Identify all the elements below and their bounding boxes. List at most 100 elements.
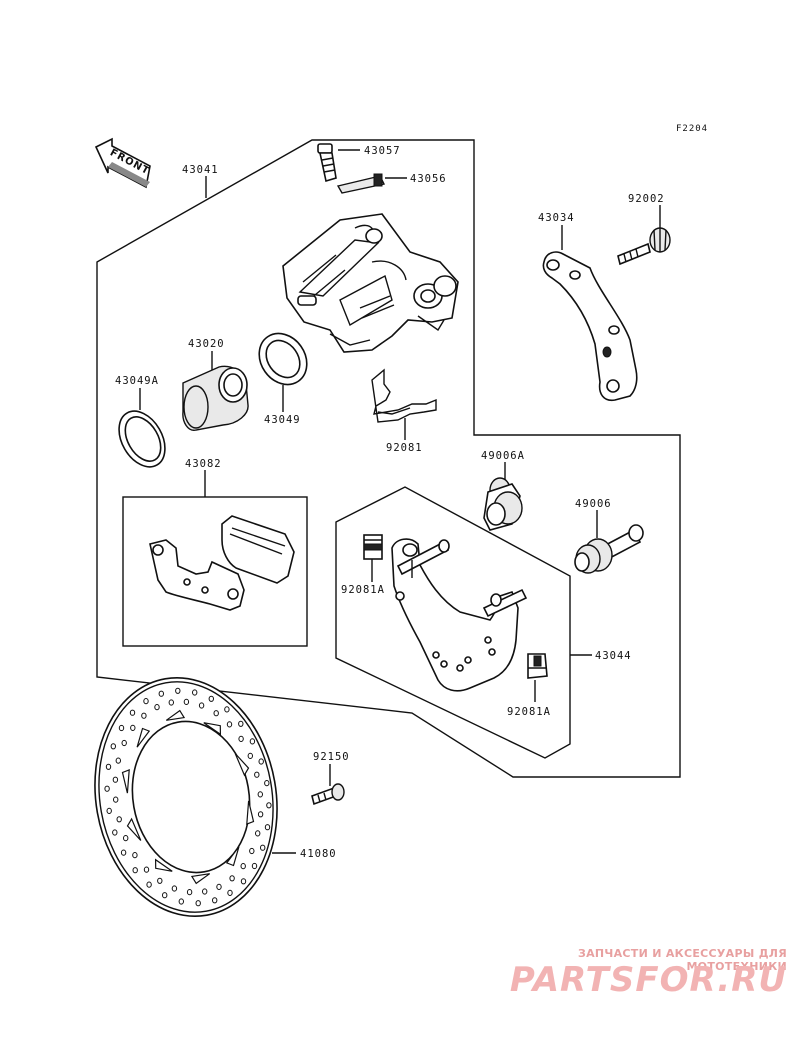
label-43044: 43044 [595, 650, 632, 662]
brake-pads [149, 515, 295, 611]
label-43057: 43057 [364, 145, 401, 157]
watermark-tagline: ЗАПЧАСТИ И АКСЕССУАРЫ ДЛЯ МОТОТЕХНИКИ [577, 947, 787, 973]
front-arrow-icon: FRONT [94, 137, 151, 189]
bracket-group-outline [335, 486, 571, 759]
disc-hole [255, 830, 261, 837]
disc-hole [238, 720, 244, 727]
disc-hole [264, 824, 271, 831]
diagram-code: F2204 [676, 124, 708, 134]
disc-hole [258, 758, 264, 765]
label-41080: 41080 [300, 848, 337, 860]
disc-hole [240, 863, 246, 870]
disc-hole [198, 702, 205, 709]
disc-hole [115, 757, 122, 764]
disc-hole [260, 844, 266, 851]
slide-pin-49006 [574, 524, 644, 574]
label-92081A-left: 92081A [341, 584, 385, 596]
label-43034: 43034 [538, 212, 575, 224]
disc-hole [183, 698, 190, 706]
slide-boot-49006A [483, 477, 523, 531]
disc-hole [106, 807, 112, 815]
disc-hole [146, 881, 152, 888]
caliper-bracket [391, 538, 528, 692]
label-43020: 43020 [188, 338, 225, 350]
disc-hole [123, 835, 129, 842]
disc-hole [168, 699, 175, 706]
disc-slot [121, 768, 130, 794]
bolt-92002 [617, 227, 671, 266]
disc-hole [132, 852, 138, 859]
pad-spring-left [363, 534, 383, 560]
disc-slot [154, 858, 173, 872]
disc-hole [120, 849, 127, 856]
disc-hole [192, 689, 198, 696]
pad-spring-right [527, 653, 548, 679]
disc-hole [186, 889, 193, 896]
disc-hole [240, 878, 247, 885]
label-43082: 43082 [185, 458, 222, 470]
disc-hole [202, 888, 208, 895]
disc-hole [249, 847, 255, 855]
disc-hole [112, 776, 119, 783]
disc-hole [195, 900, 201, 907]
dust-seal [118, 410, 166, 468]
disc-slot [246, 800, 255, 826]
label-92081A-right: 92081A [507, 706, 551, 718]
disc-hole [129, 709, 136, 716]
piston-seal [258, 332, 308, 386]
disc-hole [157, 877, 163, 884]
torque-link [542, 251, 638, 402]
disc-hole [247, 752, 254, 760]
pad-pin [336, 173, 386, 194]
disc-hole [266, 802, 272, 809]
disc-hole [121, 739, 127, 747]
disc-hole [112, 829, 118, 836]
disc-hole [264, 780, 270, 787]
disc-slot [190, 873, 211, 885]
watermark-brand: PARTSFOR.RU [509, 960, 787, 1000]
disc-hole [213, 710, 219, 717]
disc-hole [154, 704, 160, 711]
brake-disc [94, 676, 278, 918]
disc-hole [171, 885, 178, 892]
disc-slot [234, 753, 250, 777]
disc-hole [226, 721, 233, 728]
label-49006A: 49006A [481, 450, 525, 462]
pad-group-box [122, 496, 308, 647]
label-92150: 92150 [313, 751, 350, 763]
brake-piston [182, 365, 249, 431]
disc-hole [110, 743, 117, 750]
disc-hole [175, 687, 181, 694]
disc-hole [143, 698, 149, 705]
label-49006: 49006 [575, 498, 612, 510]
disc-hole [208, 695, 215, 702]
disc-hole [257, 811, 264, 818]
label-43049: 43049 [264, 414, 301, 426]
anti-rattle-spring [371, 368, 437, 423]
label-43041: 43041 [182, 164, 219, 176]
disc-hole [132, 867, 138, 874]
disc-hole [104, 785, 110, 792]
caliper-assembly-outline [96, 139, 681, 778]
disc-hole [158, 690, 165, 697]
disc-slot [165, 709, 186, 721]
disc-hole [130, 724, 136, 732]
disc-hole [238, 735, 244, 743]
disc-holes [104, 687, 272, 907]
caliper-body [282, 213, 459, 353]
disc-hole [162, 892, 168, 899]
disc-hole [229, 875, 235, 882]
disc-hole [251, 862, 258, 870]
disc-slot [225, 846, 240, 867]
disc-hole [141, 712, 147, 719]
label-92081: 92081 [386, 442, 423, 454]
disc-bolt [311, 783, 345, 806]
disc-slots [121, 709, 255, 885]
disc-hole [118, 724, 125, 732]
disc-hole [216, 883, 222, 891]
disc-slot [203, 722, 222, 736]
part-labels: 43041 43057 43056 43034 92002 43020 4304… [115, 145, 664, 860]
bleed-valve [317, 143, 337, 183]
disc-hole [257, 791, 263, 798]
